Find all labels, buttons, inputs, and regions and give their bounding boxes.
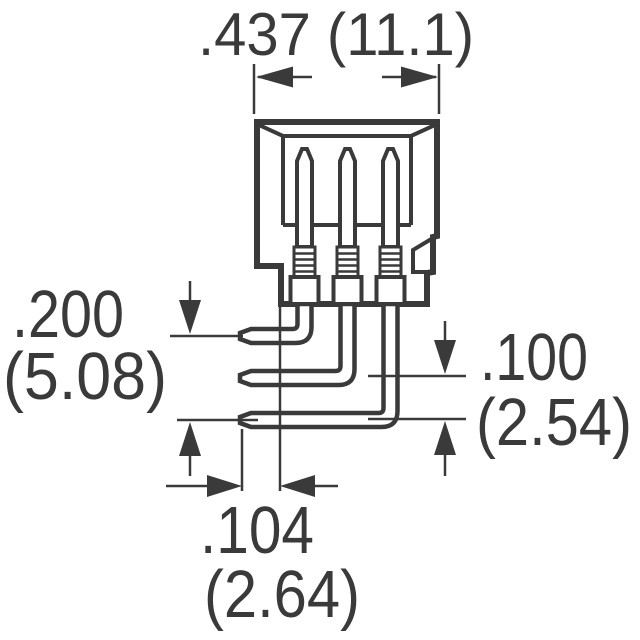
dim-bottom-extension-lines: [240, 307, 282, 491]
arrow-down-icon: [179, 300, 201, 334]
arrow-left-icon: [280, 475, 315, 497]
dim-label-bottom-mm: (2.64): [204, 557, 360, 632]
arrow-left-icon: [256, 66, 293, 88]
dim-label-bottom-inches: .104: [200, 493, 314, 568]
pin-rib-lines-3: [380, 252, 401, 273]
pin-rib-sections: [292, 245, 403, 279]
pin-shoulder-1: [288, 275, 321, 306]
arrow-right-icon: [401, 66, 438, 88]
dim-right-ticks: [368, 374, 466, 421]
bent-lead-2: [237, 301, 357, 388]
pin-rib-lines-1: [294, 252, 315, 273]
pin-shoulder-3: [374, 275, 407, 306]
bent-lead-3: [237, 301, 400, 430]
dim-label-left-inches: .200: [12, 277, 124, 352]
pin-blades: [295, 147, 400, 249]
pin-blade-1: [295, 147, 314, 249]
pin-rib-lines-2: [337, 252, 358, 273]
dim-label-left-mm: (5.08): [3, 339, 167, 414]
pin-blade-3: [381, 147, 400, 249]
bent-lead-1: [237, 301, 314, 346]
arrow-right-icon: [207, 475, 242, 497]
dim-label-right-inches: .100: [480, 320, 588, 395]
dim-left-ticks: [170, 334, 258, 422]
dim-label-top-width: .437 (11.1): [198, 1, 474, 68]
arrow-up-icon: [434, 421, 456, 455]
housing-cavity: [258, 123, 436, 225]
pin-shoulders: [288, 275, 407, 306]
arrow-up-icon: [179, 422, 201, 456]
housing-lock-ramp: [411, 236, 435, 274]
arrow-down-icon: [434, 340, 456, 374]
dim-bottom-offset: [166, 307, 338, 497]
dim-top-width: [252, 64, 441, 114]
dim-left-pitch: [170, 281, 258, 476]
pin-shoulder-2: [331, 275, 364, 306]
dim-top-extension-lines: [252, 64, 441, 114]
bent-leads: [237, 301, 400, 430]
dim-label-right-mm: (2.54): [476, 385, 632, 460]
dim-right-pitch: [368, 321, 466, 476]
pin-blade-2: [338, 147, 357, 249]
